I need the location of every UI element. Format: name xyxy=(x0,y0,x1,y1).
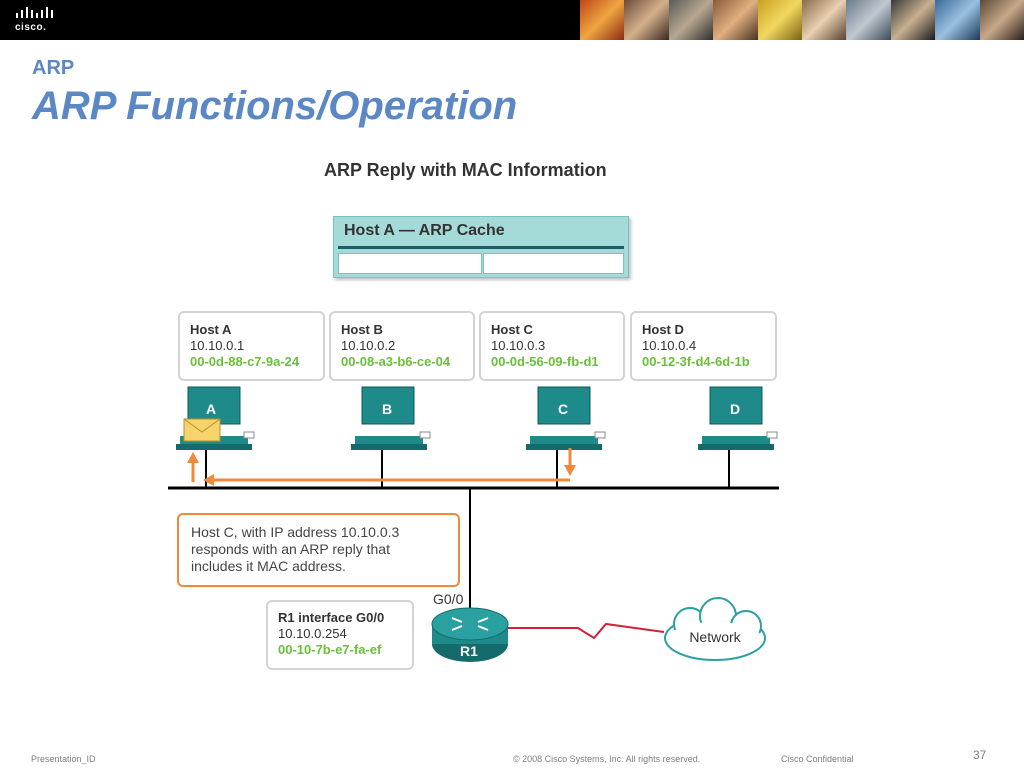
host-name: Host A xyxy=(190,322,232,337)
callout-line: responds with an ARP reply that xyxy=(191,541,390,557)
host-ip: 10.10.0.3 xyxy=(491,338,546,353)
host-mac: 00-12-3f-d4-6d-1b xyxy=(642,354,750,369)
top-banner: cisco. xyxy=(0,0,1024,40)
router-info-title: R1 interface G0/0 xyxy=(278,610,385,625)
callout-line: Host C, with IP address 10.10.0.3 xyxy=(191,524,400,540)
host-c-screen-label: C xyxy=(558,401,568,417)
arp-cache-title: Host A — ARP Cache xyxy=(344,222,505,239)
host-name: Host C xyxy=(491,322,533,337)
reply-arrow-left-icon xyxy=(203,474,214,486)
router-info-box: R1 interface G0/0 10.10.0.254 00-10-7b-e… xyxy=(266,600,414,670)
host-a-screen-label: A xyxy=(206,401,216,417)
serial-link xyxy=(508,622,665,640)
host-c-computer-icon xyxy=(526,386,606,450)
reply-arrow-down-icon xyxy=(564,465,576,476)
host-ip: 10.10.0.2 xyxy=(341,338,396,353)
slide-title: ARP Functions/Operation xyxy=(32,84,518,128)
host-b-info-box: Host B 10.10.0.2 00-08-a3-b6-ce-04 xyxy=(329,311,475,381)
arp-cache-ip-cell xyxy=(338,253,482,274)
host-name: Host B xyxy=(341,322,383,337)
network-cloud-icon xyxy=(664,597,766,661)
page-number: 37 xyxy=(973,748,987,762)
reply-arrow-up-icon xyxy=(187,452,199,463)
cisco-bridge-icon xyxy=(16,7,53,18)
host-c-callout: Host C, with IP address 10.10.0.3 respon… xyxy=(177,513,460,587)
cisco-logo: cisco. xyxy=(14,6,58,34)
network-label: Network xyxy=(689,629,741,645)
host-mac: 00-0d-88-c7-9a-24 xyxy=(190,354,300,369)
host-ip: 10.10.0.1 xyxy=(190,338,245,353)
router-mac: 00-10-7b-e7-fa-ef xyxy=(278,642,382,657)
host-a-info-box: Host A 10.10.0.1 00-0d-88-c7-9a-24 xyxy=(178,311,325,381)
host-mac: 00-08-a3-b6-ce-04 xyxy=(341,354,451,369)
footer-presentation-id: Presentation_ID xyxy=(31,754,96,764)
host-d-screen-label: D xyxy=(730,401,740,417)
cisco-wordmark: cisco. xyxy=(15,22,47,33)
router-ip: 10.10.0.254 xyxy=(278,626,347,641)
diagram-title: ARP Reply with MAC Information xyxy=(324,160,607,180)
footer-confidential: Cisco Confidential xyxy=(781,754,854,764)
router-label: R1 xyxy=(460,643,478,659)
photo-strip xyxy=(580,0,1024,40)
router-interface-label: G0/0 xyxy=(433,591,464,607)
arp-cache-header-rule xyxy=(338,246,624,249)
host-name: Host D xyxy=(642,322,684,337)
callout-line: includes it MAC address. xyxy=(191,558,346,574)
arp-cache-table: Host A — ARP Cache xyxy=(333,216,629,278)
host-ip: 10.10.0.4 xyxy=(642,338,697,353)
host-c-info-box: Host C 10.10.0.3 00-0d-56-09-fb-d1 xyxy=(479,311,625,381)
arp-cache-mac-cell xyxy=(483,253,624,274)
router-r1-icon xyxy=(431,607,509,662)
host-mac: 00-0d-56-09-fb-d1 xyxy=(491,354,599,369)
host-d-info-box: Host D 10.10.0.4 00-12-3f-d4-6d-1b xyxy=(630,311,777,381)
host-d-computer-icon xyxy=(698,386,778,450)
host-b-screen-label: B xyxy=(382,401,392,417)
section-label: ARP xyxy=(32,57,75,79)
envelope-icon xyxy=(183,418,221,442)
footer-copyright: © 2008 Cisco Systems, Inc. All rights re… xyxy=(513,754,701,764)
host-b-computer-icon xyxy=(351,386,431,450)
